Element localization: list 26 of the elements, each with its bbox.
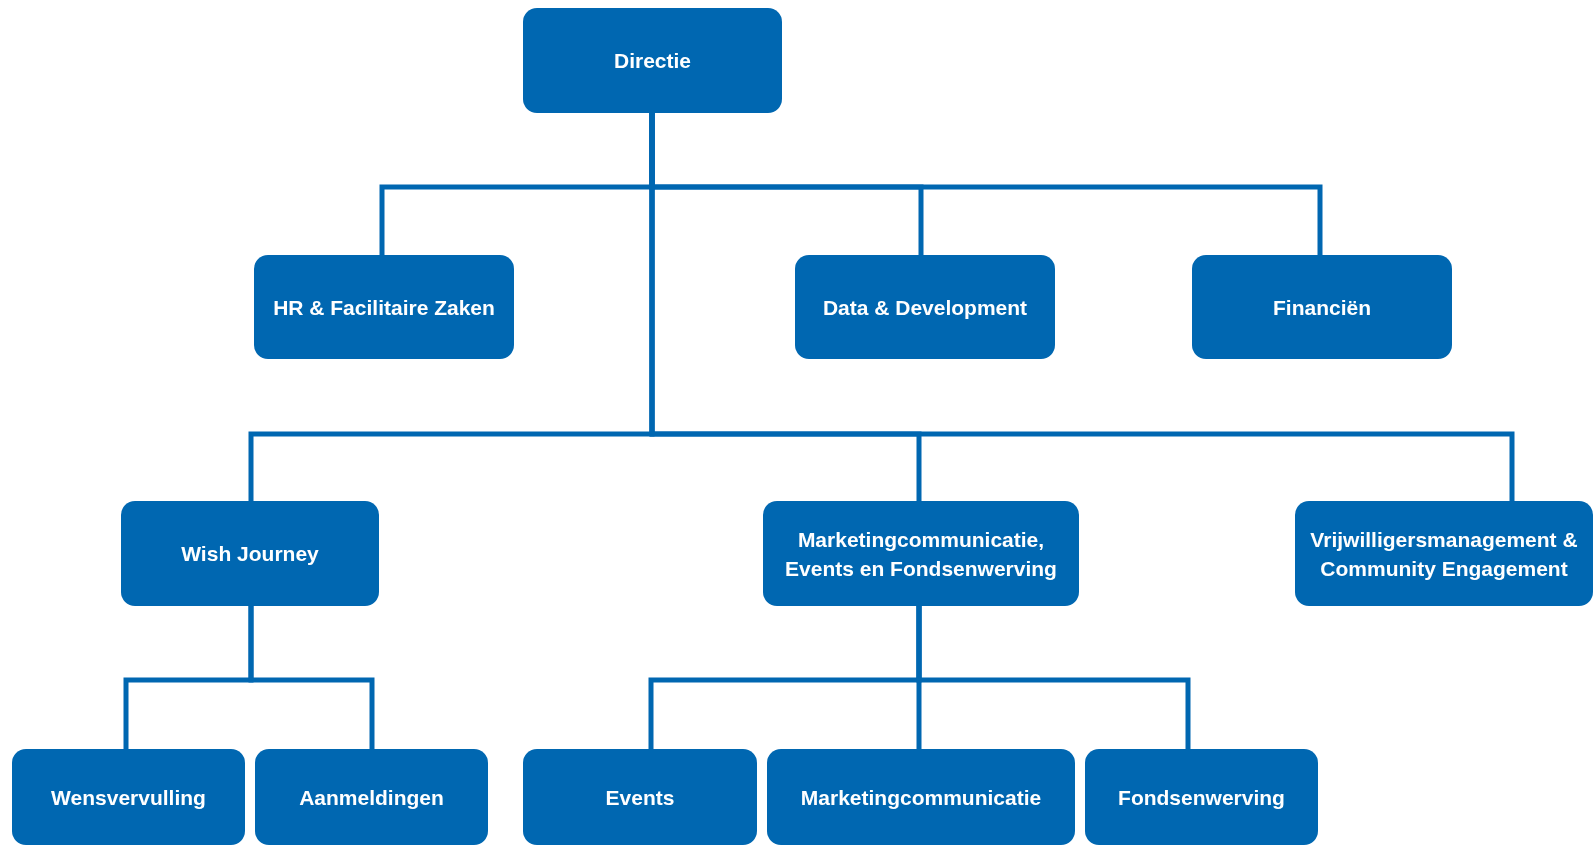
- org-box: [523, 749, 757, 845]
- unit-label: Marketingcommunicatie, Events en Fondsenwerving: [785, 527, 1057, 580]
- unit-label: Financiën: [1273, 295, 1371, 319]
- connector-line: [916, 606, 1191, 749]
- unit-label: Vrijwilligersmanagement & Community Engagement: [1310, 527, 1578, 580]
- unit-label: Wish Journey: [181, 542, 319, 565]
- unit-label: Data & Development: [822, 295, 1028, 319]
- org-box: [763, 501, 1079, 606]
- org-box: [1085, 749, 1318, 845]
- connector-line: [248, 606, 375, 749]
- unit-label: Directie: [613, 49, 691, 72]
- unit-label: Aanmeldingen: [299, 785, 444, 809]
- org-box: [121, 501, 379, 606]
- org-box: [1192, 255, 1452, 359]
- org-box: [255, 749, 488, 845]
- unit-label: Events: [605, 785, 675, 809]
- unit-label: Wensvervulling: [51, 785, 206, 809]
- org-box: [795, 255, 1055, 359]
- org-box: [767, 749, 1075, 845]
- org-box: [1295, 501, 1593, 606]
- org-box: [12, 749, 245, 845]
- org-box: [523, 8, 782, 113]
- unit-label: Fondsenwerving: [1118, 785, 1285, 809]
- unit-label: Marketingcommunicatie: [800, 785, 1042, 809]
- unit-label: HR & Facilitaire Zaken: [273, 295, 495, 319]
- org-box: [254, 255, 514, 359]
